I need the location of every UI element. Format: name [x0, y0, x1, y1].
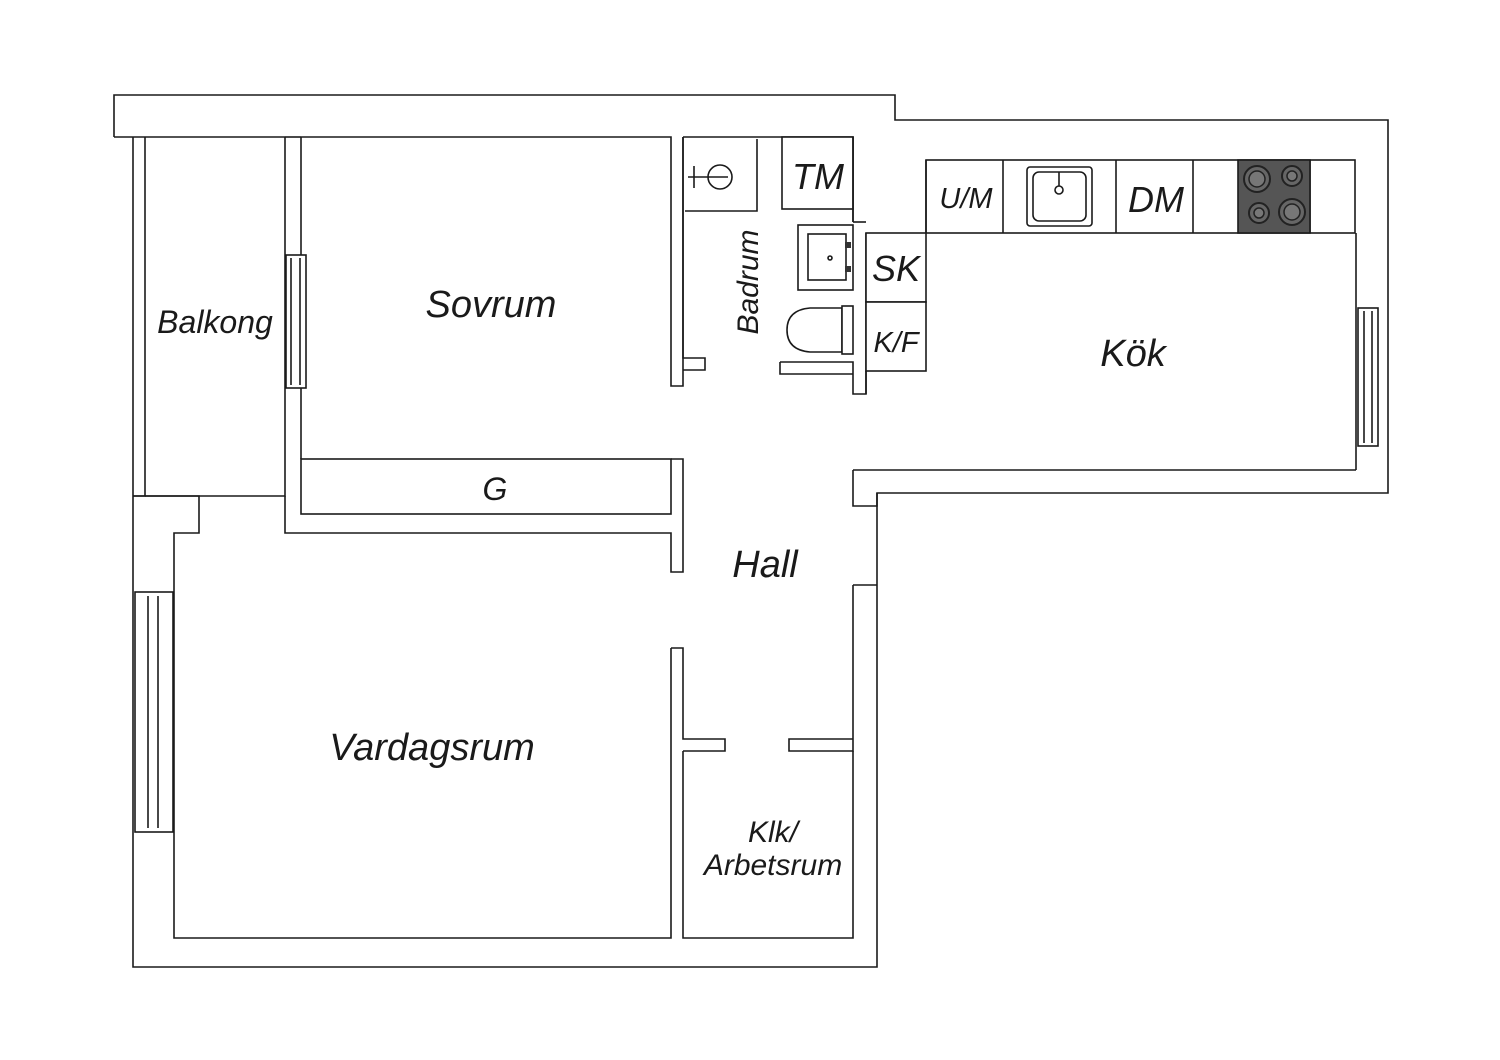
label-kf: K/F: [873, 327, 920, 359]
label-balkong: Balkong: [157, 304, 273, 340]
vardagsrum-room: [133, 495, 672, 939]
balcony-door: [285, 254, 307, 389]
hall-area: [671, 584, 877, 752]
labels: Balkong Sovrum Badrum TM U/M DM SK K/F K…: [157, 156, 1184, 882]
toilet-icon: [786, 307, 843, 353]
kok-room: [852, 137, 1379, 507]
label-klk-line2: Arbetsrum: [702, 849, 842, 882]
klk-arbetsrum-room: [682, 751, 854, 939]
label-um: U/M: [939, 183, 993, 215]
label-vardagsrum: Vardagsrum: [329, 727, 535, 769]
label-hall: Hall: [732, 544, 799, 586]
badrum-room: [682, 136, 867, 395]
label-klk-line1: Klk/: [748, 816, 801, 849]
kitchen-window: [1357, 307, 1379, 447]
label-dm: DM: [1128, 179, 1184, 220]
tm-washing-machine: [781, 136, 854, 210]
garderob-closet: [284, 458, 684, 573]
kf-fridge: [865, 301, 927, 372]
label-sk: SK: [872, 248, 922, 289]
label-tm: TM: [792, 156, 844, 197]
shower-area: [685, 139, 758, 212]
living-room-window: [134, 591, 174, 833]
label-garderob: G: [483, 471, 508, 507]
label-kok: Kök: [1100, 333, 1167, 375]
label-sovrum: Sovrum: [426, 284, 557, 326]
label-badrum: Badrum: [732, 229, 765, 334]
